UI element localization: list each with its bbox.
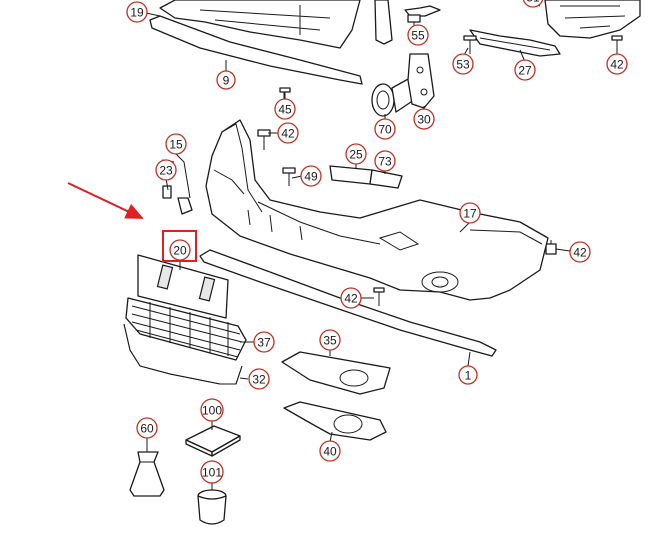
callout-15: 15 — [165, 133, 187, 155]
cap-round — [197, 489, 227, 525]
svg-text:37: 37 — [257, 336, 271, 350]
svg-text:101: 101 — [202, 466, 222, 480]
svg-text:23: 23 — [159, 164, 173, 178]
svg-text:73: 73 — [378, 155, 392, 169]
callout-37: 37 — [253, 331, 275, 353]
svg-text:42: 42 — [610, 58, 624, 72]
callout-42-right: 42 — [569, 241, 591, 263]
seal-strip — [149, 15, 363, 85]
callout-42-top-right: 42 — [606, 53, 628, 75]
horn — [371, 77, 415, 117]
svg-text:40: 40 — [323, 445, 337, 459]
svg-text:1: 1 — [465, 369, 472, 383]
svg-text:25: 25 — [349, 148, 363, 162]
callout-27: 27 — [514, 59, 536, 81]
svg-text:20: 20 — [173, 244, 187, 258]
callout-73: 73 — [374, 150, 396, 172]
svg-text:100: 100 — [202, 404, 222, 418]
radiator-grille — [125, 297, 247, 361]
svg-text:55: 55 — [411, 29, 425, 43]
svg-text:60: 60 — [140, 422, 154, 436]
license-plate-bracket — [137, 254, 229, 319]
svg-text:45: 45 — [278, 103, 292, 117]
towing-eye-cap — [162, 185, 193, 215]
lock-carrier-right — [544, 0, 641, 39]
cover-strip-25 — [329, 165, 373, 185]
screw-42-right — [545, 240, 557, 255]
callout-55: 55 — [407, 24, 429, 46]
callout-40: 40 — [319, 440, 341, 462]
callout-101: 101 — [200, 460, 224, 484]
fog-light-grille-lower — [283, 401, 387, 441]
fog-light-grille-upper — [281, 351, 391, 395]
highlight-box — [162, 230, 197, 262]
svg-text:70: 70 — [378, 123, 392, 137]
callout-100: 100 — [200, 398, 224, 422]
svg-text:15: 15 — [169, 138, 183, 152]
svg-text:17: 17 — [463, 207, 477, 221]
callout-70: 70 — [374, 118, 396, 140]
bumper-cover — [205, 119, 549, 301]
svg-text:27: 27 — [518, 64, 532, 78]
svg-text:42: 42 — [281, 127, 295, 141]
callout-60: 60 — [136, 417, 158, 439]
callout-53: 53 — [452, 53, 474, 75]
svg-text:51: 51 — [526, 0, 540, 5]
svg-text:19: 19 — [130, 6, 144, 20]
pointer-arrow — [67, 182, 144, 219]
screw-42-mid — [257, 129, 271, 150]
svg-text:35: 35 — [323, 334, 337, 348]
callout-42-lower: 42 — [340, 287, 362, 309]
callout-20: 20 — [169, 239, 191, 261]
svg-text:53: 53 — [456, 58, 470, 72]
cover-strip-73 — [369, 169, 403, 189]
svg-text:32: 32 — [252, 373, 266, 387]
callout-45: 45 — [274, 98, 296, 120]
callout-25: 25 — [345, 143, 367, 165]
grille-trim-strip — [123, 323, 243, 385]
svg-text:30: 30 — [417, 113, 431, 127]
parts-bag — [129, 451, 165, 497]
screw-49 — [282, 167, 296, 186]
callout-19: 19 — [126, 1, 148, 23]
svg-text:9: 9 — [223, 74, 230, 88]
svg-text:42: 42 — [344, 292, 358, 306]
callout-9: 9 — [216, 70, 236, 90]
bracket-wire — [469, 29, 561, 57]
air-guide-upper — [159, 0, 361, 49]
callout-32: 32 — [248, 368, 270, 390]
svg-text:42: 42 — [573, 246, 587, 260]
callout-42-mid: 42 — [277, 122, 299, 144]
callout-1: 1 — [458, 365, 478, 385]
callout-30: 30 — [413, 108, 435, 130]
callout-49: 49 — [300, 165, 322, 187]
screw-42-lower — [373, 287, 385, 306]
bracket-upper-mid — [374, 0, 441, 45]
callout-23: 23 — [155, 159, 177, 181]
horn-bracket — [407, 53, 435, 109]
pad-square — [185, 425, 241, 457]
svg-text:49: 49 — [304, 170, 318, 184]
screw-53 — [463, 35, 477, 54]
callout-51: 51 — [522, 0, 544, 8]
callout-17: 17 — [459, 202, 481, 224]
callout-35: 35 — [319, 329, 341, 351]
